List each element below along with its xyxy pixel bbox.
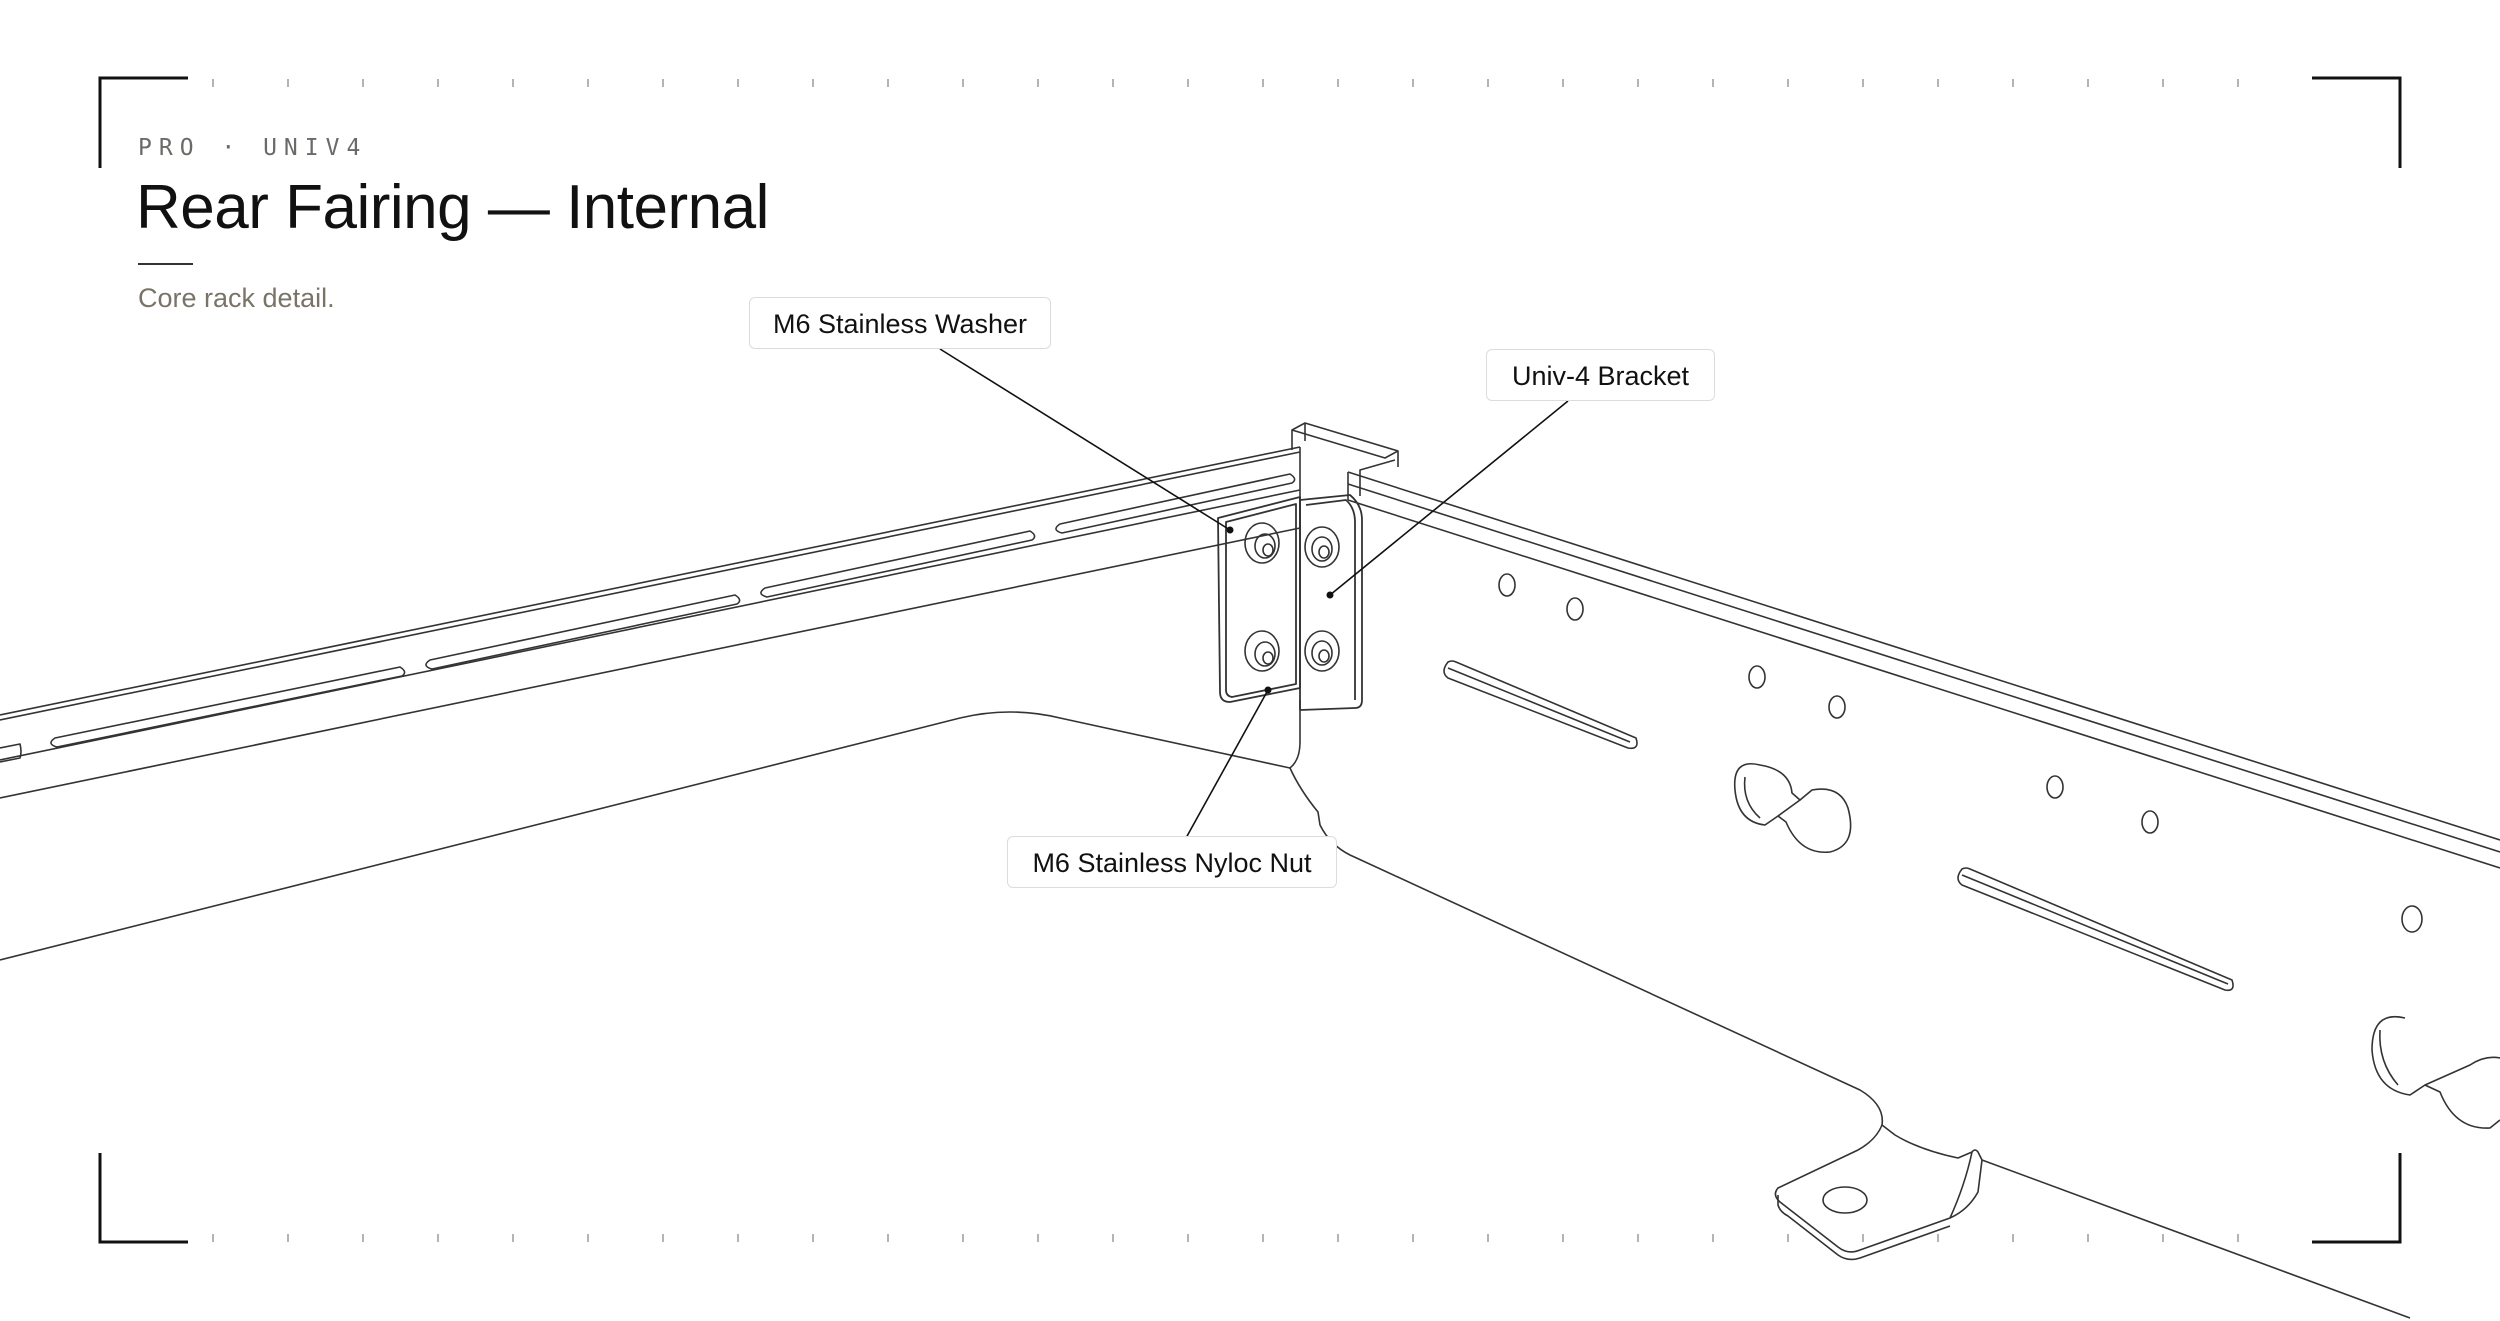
series-eyebrow: PRO · UNIV4 <box>138 135 368 161</box>
left-rail <box>0 446 1301 799</box>
frame-corner-top-left <box>98 76 188 168</box>
right-plate-cutouts <box>1443 573 2423 992</box>
mounting-tab <box>1774 1149 1983 1261</box>
keyhole-cutouts <box>1733 763 2500 1129</box>
title-divider <box>138 263 193 265</box>
leader-dot-nut <box>1264 686 1272 694</box>
leader-line-washer <box>939 348 1231 531</box>
leader-lines <box>939 348 1569 839</box>
right-rail <box>1347 459 2500 869</box>
leader-line-bracket <box>1329 400 1569 596</box>
ruler-ticks-bottom <box>212 1234 2239 1242</box>
fastener-hardware <box>1244 522 1340 672</box>
page-title: Rear Fairing — Internal <box>136 173 769 242</box>
frame-corner-bottom-left <box>98 1153 188 1244</box>
leader-dots <box>1226 526 1334 694</box>
callout-nut: M6 Stainless Nyloc Nut <box>1007 836 1337 888</box>
leader-dot-bracket <box>1326 591 1334 599</box>
frame-corners <box>98 76 2402 1244</box>
bracket-plates <box>1217 494 1363 711</box>
callout-bracket: Univ-4 Bracket <box>1486 349 1715 401</box>
frame-corner-top-right <box>2312 76 2402 168</box>
callout-washer: M6 Stainless Washer <box>749 297 1051 349</box>
corner-cap <box>1291 422 1399 467</box>
leader-line-nut <box>1185 689 1269 839</box>
leader-dot-washer <box>1226 526 1234 534</box>
ruler-ticks-top <box>212 79 2239 87</box>
lower-tray <box>0 700 2411 1319</box>
rack-line-art <box>0 422 2500 1319</box>
page-subtitle: Core rack detail. <box>138 283 335 313</box>
frame-corner-bottom-right <box>2312 1153 2402 1244</box>
